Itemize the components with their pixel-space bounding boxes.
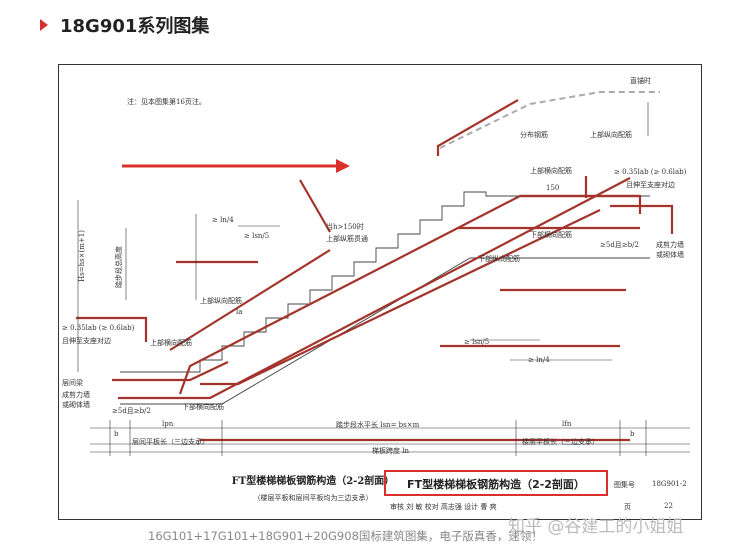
anchor-note-right-label: 且伸至支座对边 <box>626 181 675 189</box>
floor-slab-left-label: 层间平板长（三边支承） <box>132 438 209 446</box>
ln4-lower-label: ≥ ln/4 <box>528 356 550 364</box>
section-header: 18G901系列图集 <box>40 12 209 38</box>
watermark: 知乎 @谷建工的小姐姐 <box>508 517 684 537</box>
ln5-upper-label: ≥ lsn/5 <box>244 232 270 240</box>
upper-long-bar-left-label: 上部纵向配筋 <box>200 297 242 305</box>
bullet-triangle-icon <box>40 19 48 31</box>
ln5-lower-label: ≥ lsn/5 <box>464 338 490 346</box>
floor-slab-right-label: 楼层平板长（三边支承） <box>522 438 599 446</box>
left-subtitle: （楼层平板和层间平板均为三边支承） <box>253 494 373 502</box>
title-block: FT型楼梯梯板钢筋构造（2-2剖面） （楼层平板和层间平板均为三边支承） FT型… <box>58 466 700 518</box>
ln4-upper-label: ≥ ln/4 <box>212 216 234 224</box>
shear-wall-right-label: 成剪力墙 <box>656 241 684 249</box>
direct-anchor-label: 直锚时 <box>630 77 651 85</box>
fd-right-label: ≥5d且≥b/2 <box>600 241 639 249</box>
dist-bar-label: 分布钢筋 <box>520 131 548 139</box>
dim-150-label: 150 <box>546 184 560 192</box>
stair-profile <box>120 191 650 373</box>
anchor-035-left-label: ≥ 0.35lab (≥ 0.6lab) <box>62 324 135 332</box>
main-title-box: FT型楼梯梯板钢筋构造（2-2剖面） <box>384 470 608 496</box>
page-number: 22 <box>664 502 673 510</box>
steps-height-label: 踏步段总高度 <box>115 246 123 288</box>
lower-cross-bar-left-label: 下部横向配筋 <box>182 403 224 411</box>
drawing-note: 注：见本图集第16页注。 <box>127 98 206 106</box>
anchor-note-left-label: 且伸至支座对边 <box>62 337 111 345</box>
rebar-lines <box>76 99 674 442</box>
shear-wall-left-label: 成剪力墙 <box>62 391 90 399</box>
upper-long-bar-label: 上部纵向配筋 <box>590 131 632 139</box>
floor-beam-label: 层间梁 <box>62 379 83 387</box>
atlas-label: 图集号 <box>614 481 635 489</box>
step-span-label: 踏步段水平长 lsn= bs×m <box>336 421 420 429</box>
anchor-035-right-label: ≥ 0.35lab (≥ 0.6lab) <box>614 168 687 176</box>
left-title: FT型楼梯梯板钢筋构造（2-2剖面） <box>231 476 395 487</box>
hs-label: Hs=hs×(m+1) <box>77 230 86 282</box>
over150-label: 当h>150时 <box>326 223 364 231</box>
la-mid-label: la <box>236 308 243 316</box>
review-row: 审核 刘 敏 校对 高志强 设计 曹 爽 <box>390 503 497 511</box>
upper-cross-bar-left-label: 上部横向配筋 <box>150 339 192 347</box>
upper-cross-bar-label: 上部横向配筋 <box>530 167 572 175</box>
lower-long-bar-label: 下部纵向配筋 <box>478 255 520 263</box>
footer-caption: 16G101+17G101+18G901+20G908国标建筑图集，电子版真香，… <box>148 529 543 543</box>
through-label: 上部纵筋贯通 <box>326 235 368 243</box>
masonry-wall-right-label: 或砌体墙 <box>656 251 684 259</box>
b-right-label: b <box>630 430 635 438</box>
lpn-label: lpn <box>162 420 174 428</box>
b-left-label: b <box>114 430 119 438</box>
lower-cross-bar-right-label: 下部横向配筋 <box>530 231 572 239</box>
atlas-number: 18G901-2 <box>652 480 687 488</box>
slab-span-label: 梯板跨度 ln <box>372 447 409 455</box>
title-block-left: FT型楼梯梯板钢筋构造（2-2剖面） （楼层平板和层间平板均为三边支承） <box>230 472 396 503</box>
section-title: 18G901系列图集 <box>60 16 210 37</box>
page-label: 页 <box>624 503 631 511</box>
masonry-wall-left-label: 或砌体墙 <box>62 401 90 409</box>
fd-left-label: ≥5d且≥b/2 <box>112 407 151 415</box>
lfn-label: lfn <box>562 420 572 428</box>
